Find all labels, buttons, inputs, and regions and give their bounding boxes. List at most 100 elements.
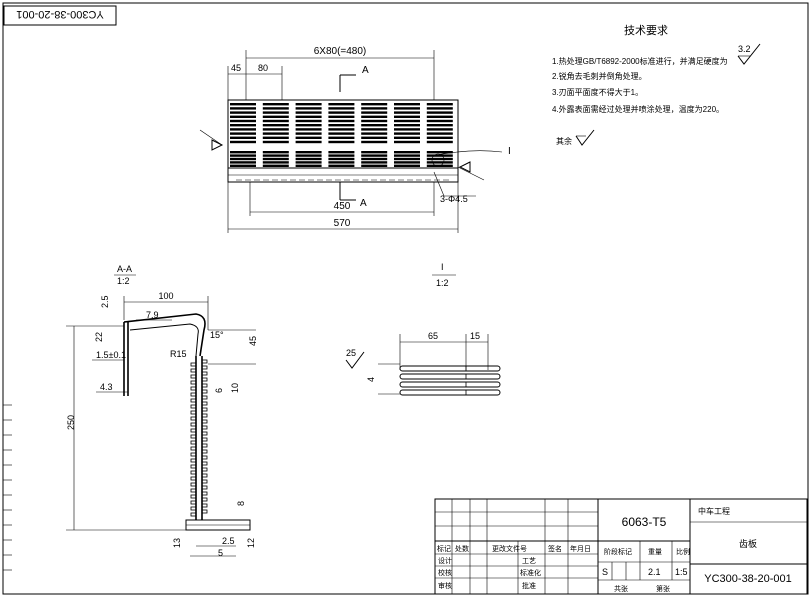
slot-line [426,151,453,154]
tb-row-check: 校核 [438,568,452,577]
slot-line [426,107,453,110]
slot-line [262,151,289,154]
dim-overall: 570 [334,218,351,229]
slot-line [361,164,388,167]
tb-row-design: 设计 [438,556,452,565]
slot-line [394,161,420,164]
tb-company: 中车工程 [698,506,730,516]
slot-line [230,164,256,167]
slot-line [295,151,322,154]
tb-scale: 1:5 [675,567,688,577]
slot-line [230,132,256,135]
slot-line [361,111,388,114]
slot-line [394,151,420,154]
detail-bar [399,373,501,380]
tb-weight: 2.1 [648,567,661,577]
detail-length: 65 [428,331,438,341]
slot-line [394,154,420,157]
slot-line [295,119,322,123]
tb-header-sign: 签名 [548,544,562,553]
drawing-number-box [3,5,117,26]
slot-line [328,119,355,123]
tech-req-item-3: 3.刃面平面度不得大于1。 [552,87,643,97]
detail-roughness-icon [345,351,365,369]
roughness-remaining-icon [575,129,595,146]
dim-foot-w1: 2.5 [222,536,235,546]
slot-line [426,111,453,114]
tb-row-review: 审核 [438,581,452,590]
slots-upper [230,103,453,144]
slot-line [262,107,289,110]
section-view: A-A 1:2 100 2.5 7.9 15° R15 22 1.5±0.1 4… [66,264,258,558]
tb-part-name: 齿板 [739,538,757,549]
slot-line [394,157,420,161]
slot-line [394,140,420,144]
slot-line [426,132,453,135]
slot-line [426,140,453,144]
slot-line [295,111,322,114]
slot-line [394,103,420,106]
slot-line [361,103,388,106]
slot-line [262,132,289,135]
slot-line [394,132,420,135]
tb-stage: S [602,567,608,577]
tb-col-scale: 比例 [676,547,690,556]
detail-roughness: 25 [346,348,356,358]
slot-line [230,157,256,161]
slot-line [295,157,322,161]
detail-gap: 15 [470,331,480,341]
tech-req-item-4: 4.外露表面需经过处理并喷涂处理，温度为220。 [552,104,724,114]
dim-t-top: 2.5 [100,295,110,308]
tb-row-process: 工艺 [522,557,536,565]
slot-line [295,161,322,164]
slot-line [262,115,289,118]
slot-line [361,157,388,161]
profile-arm [123,313,206,357]
tech-req-title: 技术要求 [624,24,668,37]
slot-line [295,132,322,135]
section-mark-bottom: A [360,198,367,209]
slot-line [230,128,256,131]
dim-angle: 15° [210,330,224,340]
slot-line [426,119,453,123]
slot-line [328,161,355,164]
slot-line [262,157,289,161]
tb-col-stage: 阶段标记 [604,547,632,556]
technical-requirements: 技术要求 1.热处理GB/T6892-2000标准进行，并满足硬度为 2.锐角去… [552,24,761,146]
slot-line [230,140,256,144]
slot-line [394,136,420,139]
slot-line [262,164,289,167]
slot-line [361,107,388,110]
slot-line [328,157,355,161]
dim-base-h: 13 [172,538,182,548]
slot-line [295,154,322,157]
slot-line [328,164,355,167]
tb-row-approve: 批准 [522,581,536,590]
slot-line [262,124,289,127]
slot-line [262,136,289,139]
slot-line [361,151,388,154]
dim-foot-w2: 5 [218,548,223,558]
dim-width: 100 [158,291,173,301]
tb-footer-total: 共张 [614,584,628,593]
slot-line [328,151,355,154]
slot-line [230,124,256,127]
slot-line [230,119,256,123]
slot-line [230,111,256,114]
detail-bar [399,389,501,396]
dim-base-t: 12 [246,538,256,548]
slot-line [394,164,420,167]
slot-line [394,107,420,110]
dim-spacing: 80 [258,63,268,73]
slot-line [230,103,256,106]
detail-title: I [441,262,444,272]
detail-view: I 1:2 65 15 25 4 [345,262,501,396]
tb-col-weight: 重量 [648,548,662,556]
slot-line [262,154,289,157]
slot-line [394,115,420,118]
dim-lip-h: 22 [94,332,104,342]
detail-bars [399,365,501,396]
dim-lip-w: 4.3 [100,382,113,392]
